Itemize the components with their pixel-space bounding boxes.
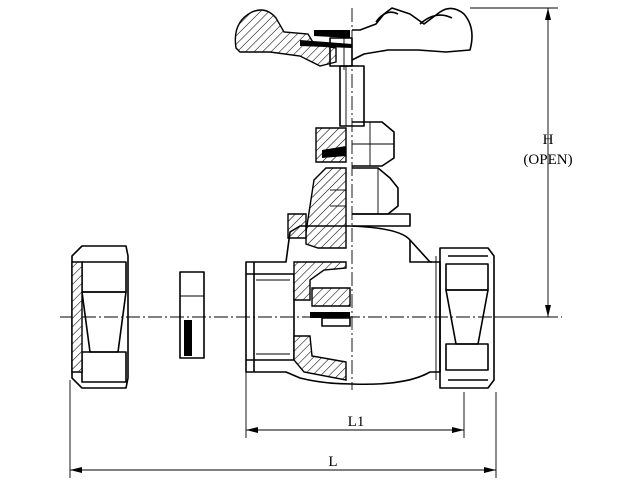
stem xyxy=(339,65,365,127)
dimension-overall-length: L xyxy=(69,380,497,478)
tail-piece xyxy=(179,271,205,359)
union-nut-right xyxy=(435,247,495,389)
overall-length-label: L xyxy=(328,454,337,470)
bonnet xyxy=(287,167,411,249)
height-label: H xyxy=(543,132,554,148)
handwheel xyxy=(234,7,473,70)
union-nut-left xyxy=(71,245,129,389)
height-note: (OPEN) xyxy=(523,152,572,168)
valve-body xyxy=(245,225,441,386)
gland-nut xyxy=(315,121,395,167)
dimension-body-length: L1 xyxy=(245,372,465,438)
body-length-label: L1 xyxy=(348,414,365,430)
dimension-height: H (OPEN) xyxy=(470,7,573,318)
